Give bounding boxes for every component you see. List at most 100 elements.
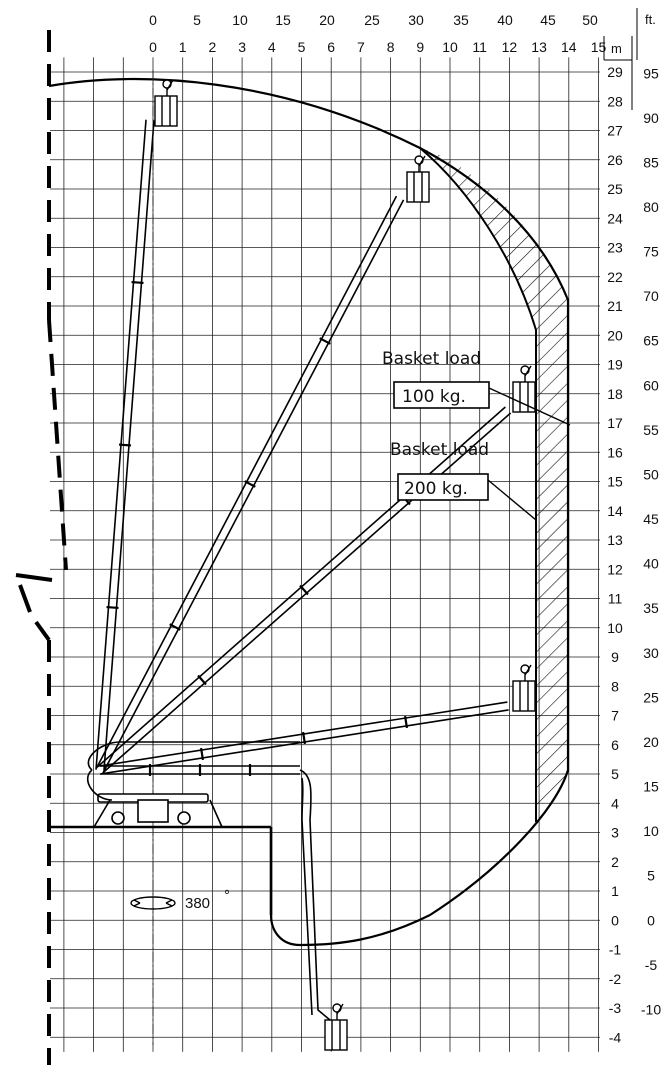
- m-top-unit: m: [611, 41, 622, 56]
- ft-top-tick: 0: [149, 12, 157, 28]
- ft-top-tick: 40: [497, 12, 513, 28]
- basket: [512, 664, 536, 712]
- ft-right-tick: 55: [643, 422, 659, 438]
- ft-right-tick: 90: [643, 110, 659, 126]
- ft-top-tick: 20: [319, 12, 335, 28]
- ft-right-tick: 10: [643, 823, 659, 839]
- m-right-tick: 9: [611, 649, 619, 665]
- ft-right-tick: 30: [643, 645, 659, 661]
- m-top-tick: 1: [179, 39, 187, 55]
- m-top-tick: 14: [561, 39, 577, 55]
- ft-right-axis: 95908580757065605550454035302520151050-5…: [641, 65, 661, 1017]
- load-value-200: 200 kg.: [404, 479, 468, 499]
- hatched-load-zone: [420, 148, 568, 822]
- basket: [324, 1003, 348, 1051]
- ft-right-tick: 15: [643, 779, 659, 795]
- m-right-tick: 14: [607, 503, 623, 519]
- ft-top-tick: 10: [232, 12, 248, 28]
- m-right-tick: -3: [609, 1000, 622, 1016]
- m-top-tick: 9: [416, 39, 424, 55]
- boom-positions: [95, 119, 512, 1021]
- rotation-value: 380: [185, 895, 210, 912]
- ft-right-tick: 70: [643, 288, 659, 304]
- m-top-tick: 10: [442, 39, 458, 55]
- basket: [154, 79, 178, 127]
- baskets: [154, 79, 536, 1051]
- basket-load-caption-200: Basket load: [390, 440, 489, 460]
- m-top-tick: 13: [531, 39, 547, 55]
- ft-right-tick: 0: [647, 912, 655, 928]
- m-right-tick: -4: [609, 1029, 622, 1045]
- m-right-tick: 23: [607, 240, 623, 256]
- leader-100: [488, 387, 571, 426]
- ft-top-tick: 30: [408, 12, 424, 28]
- m-right-tick: 22: [607, 269, 623, 285]
- ft-right-tick: -10: [641, 1001, 661, 1017]
- boom-vertical: [95, 119, 155, 771]
- load-value-100: 100 kg.: [402, 387, 466, 407]
- m-right-tick: 27: [607, 123, 623, 139]
- m-right-tick: 1: [611, 883, 619, 899]
- ft-top-unit: ft.: [645, 12, 656, 27]
- boom-mid: [96, 406, 512, 774]
- m-right-tick: 5: [611, 766, 619, 782]
- m-right-tick: -2: [609, 971, 622, 987]
- basket: [406, 155, 430, 203]
- ft-right-tick: 60: [643, 377, 659, 393]
- m-right-tick: 4: [611, 795, 619, 811]
- m-right-tick: 10: [607, 620, 623, 636]
- m-right-tick: 2: [611, 854, 619, 870]
- m-top-tick: 7: [357, 39, 365, 55]
- envelope-200kg: [419, 147, 537, 822]
- ft-top-tick: 35: [453, 12, 469, 28]
- m-right-tick: 19: [607, 357, 623, 373]
- rotation-icon: [130, 896, 176, 910]
- m-right-tick: -1: [609, 942, 622, 958]
- m-right-tick: 8: [611, 678, 619, 694]
- m-right-tick: 18: [607, 386, 623, 402]
- outrigger-reference-line: [47, 30, 68, 1065]
- m-top-tick: 6: [327, 39, 335, 55]
- ft-right-tick: 50: [643, 466, 659, 482]
- boom-horizontal: [100, 764, 300, 776]
- m-right-axis: 2928272625242322212019181716151413121110…: [607, 64, 623, 1045]
- m-right-tick: 6: [611, 737, 619, 753]
- m-top-tick: 15: [591, 39, 607, 55]
- m-right-tick: 21: [607, 298, 623, 314]
- m-right-tick: 7: [611, 708, 619, 724]
- ft-right-tick: 85: [643, 154, 659, 170]
- ft-top-tick: 50: [582, 12, 598, 28]
- ft-right-tick: 95: [643, 65, 659, 81]
- ft-right-tick: 80: [643, 199, 659, 215]
- m-right-tick: 20: [607, 327, 623, 343]
- load-box-200: [397, 473, 489, 501]
- boom-downward: [299, 769, 331, 1021]
- ft-right-tick: 75: [643, 244, 659, 260]
- basket-load-caption-100: Basket load: [382, 349, 481, 369]
- ft-right-tick: 45: [643, 511, 659, 527]
- ft-top-tick: 5: [193, 12, 201, 28]
- m-top-tick: 12: [502, 39, 518, 55]
- m-right-tick: 25: [607, 181, 623, 197]
- m-top-tick: 5: [298, 39, 306, 55]
- range-grid: [50, 57, 600, 1052]
- m-top-tick: 3: [238, 39, 246, 55]
- m-top-tick: 11: [472, 39, 487, 55]
- basket: [512, 365, 536, 413]
- m-right-tick: 28: [607, 93, 623, 109]
- ft-right-tick: 65: [643, 333, 659, 349]
- leader-200: [487, 479, 537, 521]
- m-right-tick: 11: [608, 591, 623, 607]
- m-right-tick: 29: [607, 64, 623, 80]
- m-top-tick: 0: [149, 39, 157, 55]
- load-box-100: [393, 381, 490, 409]
- m-top-tick: 4: [268, 39, 276, 55]
- boom-high: [95, 195, 405, 773]
- m-right-tick: 26: [607, 152, 623, 168]
- ft-top-tick: 45: [540, 12, 556, 28]
- m-top-tick: 8: [387, 39, 395, 55]
- ft-right-tick: 25: [643, 689, 659, 705]
